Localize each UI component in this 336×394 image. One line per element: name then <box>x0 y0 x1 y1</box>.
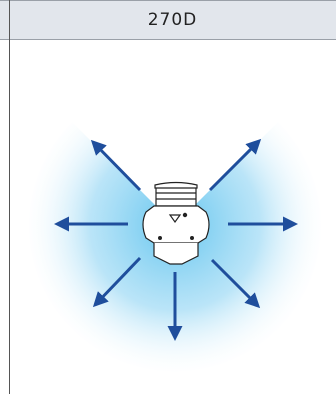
model-header: 270D <box>9 0 336 40</box>
table-left-border <box>9 0 10 394</box>
header-left-cell <box>0 0 9 40</box>
camera-device-icon <box>142 181 210 265</box>
arrow-icon-upper-left <box>90 139 142 192</box>
arrow-icon-lower-left <box>92 256 142 308</box>
model-label: 270D <box>147 10 198 30</box>
direction-arrows <box>54 138 298 341</box>
arrow-icon-lower-right <box>210 258 261 309</box>
arrow-icon-upper-right <box>208 138 262 192</box>
